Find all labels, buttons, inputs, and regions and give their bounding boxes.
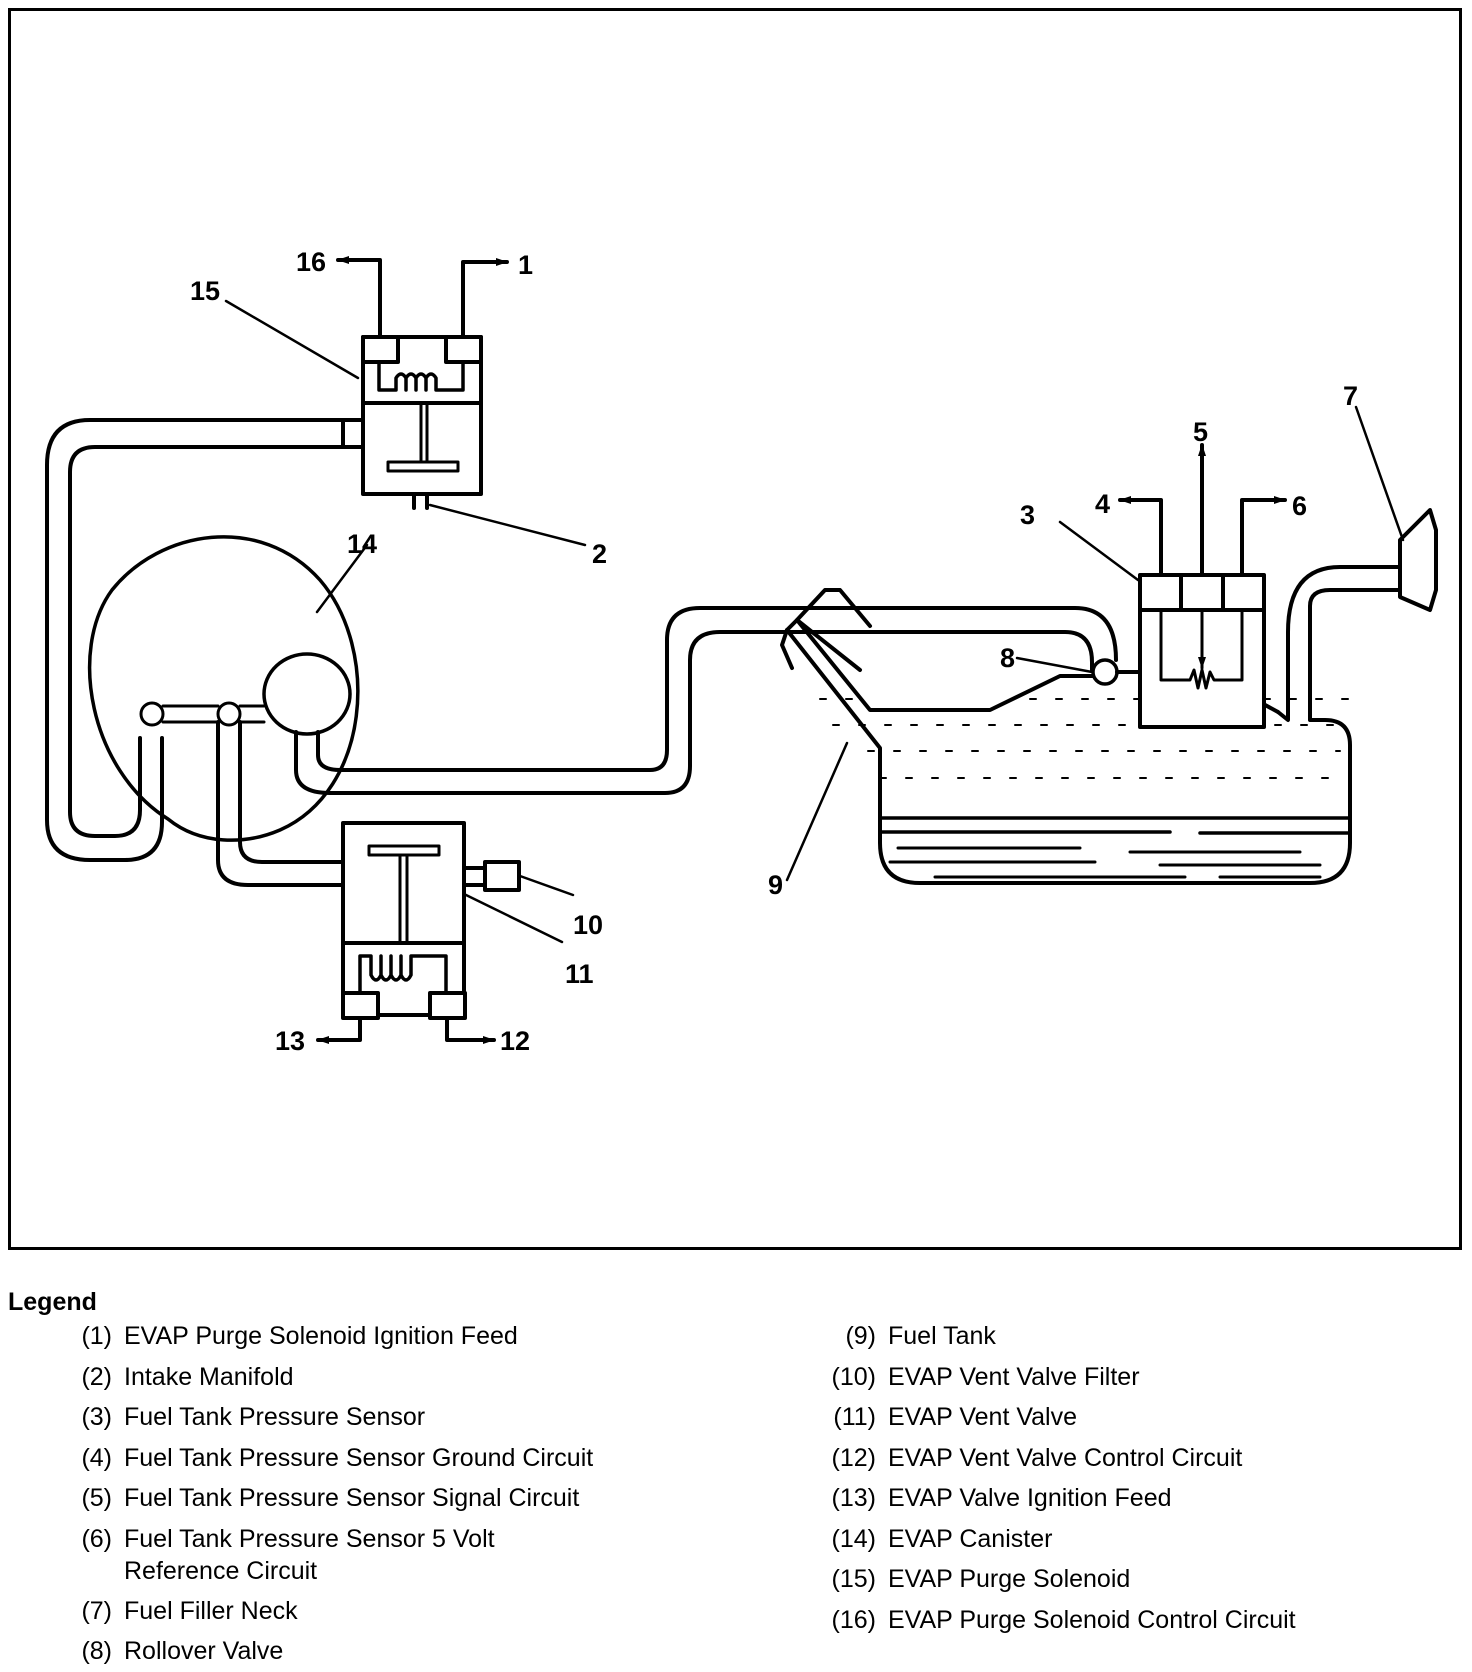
callout-14: 14 xyxy=(347,529,377,559)
legend-item: (2) Intake Manifold xyxy=(68,1357,593,1398)
legend-item-number: (4) xyxy=(81,1443,112,1472)
legend-item: (6) Fuel Tank Pressure Sensor 5 Volt Refe… xyxy=(68,1519,593,1591)
legend-item: (15) EVAP Purge Solenoid xyxy=(812,1559,1296,1600)
legend-item-text: Fuel Tank Pressure Sensor 5 Volt Referen… xyxy=(124,1524,495,1585)
legend-item-number: (15) xyxy=(831,1565,876,1593)
legend-left-column: (1) EVAP Purge Solenoid Ignition Feed (2)… xyxy=(68,1316,593,1672)
legend-item: (14) EVAP Canister xyxy=(812,1519,1296,1560)
callout-9: 9 xyxy=(768,870,783,900)
legend-item-text: EVAP Vent Valve xyxy=(888,1403,1078,1431)
legend-item-number: (13) xyxy=(831,1484,876,1512)
callout-2: 2 xyxy=(592,539,607,569)
diagram-frame xyxy=(8,8,1462,1250)
callout-8: 8 xyxy=(1000,643,1015,673)
legend-item: (10) EVAP Vent Valve Filter xyxy=(812,1357,1296,1398)
legend-item-text: Rollover Valve xyxy=(124,1637,284,1665)
fuel-tank xyxy=(780,508,1438,885)
legend-item: (3) Fuel Tank Pressure Sensor xyxy=(68,1397,593,1438)
callout-7: 7 xyxy=(1343,381,1358,411)
legend-item: (4) Fuel Tank Pressure Sensor Ground Circ… xyxy=(68,1438,593,1479)
legend-item-text: EVAP Canister xyxy=(888,1524,1053,1553)
legend-item-text: Fuel Tank xyxy=(888,1322,996,1350)
legend-item-number: (14) xyxy=(831,1524,876,1553)
legend-item-number: (10) xyxy=(831,1362,876,1391)
legend-item-number: (5) xyxy=(81,1484,112,1512)
legend-item: (16) EVAP Purge Solenoid Control Circuit xyxy=(812,1600,1296,1641)
legend-item-number: (6) xyxy=(81,1524,112,1553)
legend-item: (13) EVAP Valve Ignition Feed xyxy=(812,1478,1296,1519)
legend-item-number: (3) xyxy=(81,1403,112,1431)
callout-10: 10 xyxy=(573,910,603,940)
callout-13: 13 xyxy=(275,1026,305,1056)
callout-16: 16 xyxy=(296,247,326,277)
legend-item-text: Fuel Filler Neck xyxy=(124,1596,298,1625)
callout-12: 12 xyxy=(500,1026,530,1056)
legend-item-number: (11) xyxy=(833,1403,876,1431)
legend-item-number: (7) xyxy=(81,1596,112,1625)
legend-item-text: EVAP Valve Ignition Feed xyxy=(888,1484,1172,1512)
legend-title: Legend xyxy=(8,1288,97,1316)
legend-item-text: Intake Manifold xyxy=(124,1362,294,1391)
legend-item-number: (12) xyxy=(831,1443,876,1472)
legend-item-number: (2) xyxy=(81,1362,112,1391)
evap-system-diagram: 16 1 15 2 14 7 5 4 6 3 8 9 10 11 13 12 xyxy=(45,247,1438,1056)
callout-11: 11 xyxy=(565,959,594,989)
legend-item-text: EVAP Purge Solenoid Ignition Feed xyxy=(124,1322,518,1350)
vent-valve xyxy=(316,821,521,1044)
callout-4: 4 xyxy=(1095,489,1110,519)
legend-item: (7) Fuel Filler Neck xyxy=(68,1591,593,1632)
callout-15: 15 xyxy=(190,276,220,306)
legend-item-text: EVAP Vent Valve Control Circuit xyxy=(888,1443,1243,1472)
vapor-line xyxy=(294,606,1118,795)
legend-item-number: (8) xyxy=(81,1637,112,1665)
legend-item-text: EVAP Purge Solenoid Control Circuit xyxy=(888,1605,1296,1634)
callout-3: 3 xyxy=(1020,500,1035,530)
legend-item-number: (16) xyxy=(831,1605,876,1634)
legend-item: (1) EVAP Purge Solenoid Ignition Feed xyxy=(68,1316,593,1357)
legend-item-text: EVAP Vent Valve Filter xyxy=(888,1362,1140,1391)
legend-item-text: EVAP Purge Solenoid xyxy=(888,1565,1131,1593)
legend-item-text: Fuel Tank Pressure Sensor Ground Circuit xyxy=(124,1443,594,1472)
legend-item: (12) EVAP Vent Valve Control Circuit xyxy=(812,1438,1296,1479)
callout-5: 5 xyxy=(1193,417,1208,447)
legend-item-text: Fuel Tank Pressure Sensor xyxy=(124,1403,426,1431)
purge-hose xyxy=(45,418,345,862)
leader-lines xyxy=(224,299,1405,944)
rollover-valve xyxy=(1091,658,1119,686)
callout-1: 1 xyxy=(518,250,533,280)
legend-right-column: (9)Fuel Tank (10)EVAP Vent Valve Filter … xyxy=(812,1316,1296,1640)
legend-item-text: Fuel Tank Pressure Sensor Signal Circuit xyxy=(124,1484,580,1512)
purge-solenoid xyxy=(336,256,509,510)
legend-item: (11) EVAP Vent Valve xyxy=(812,1397,1296,1438)
legend-item: (9) Fuel Tank xyxy=(812,1316,1296,1357)
legend-item-number: (9) xyxy=(845,1322,876,1350)
callout-6: 6 xyxy=(1292,491,1307,521)
legend-item-number: (1) xyxy=(81,1322,112,1350)
legend-item: (5) Fuel Tank Pressure Sensor Signal Circ… xyxy=(68,1478,593,1519)
evap-canister xyxy=(87,535,360,887)
legend-item: (8) Rollover Valve xyxy=(68,1631,593,1672)
fuel-tank-pressure-sensor xyxy=(1118,443,1287,729)
